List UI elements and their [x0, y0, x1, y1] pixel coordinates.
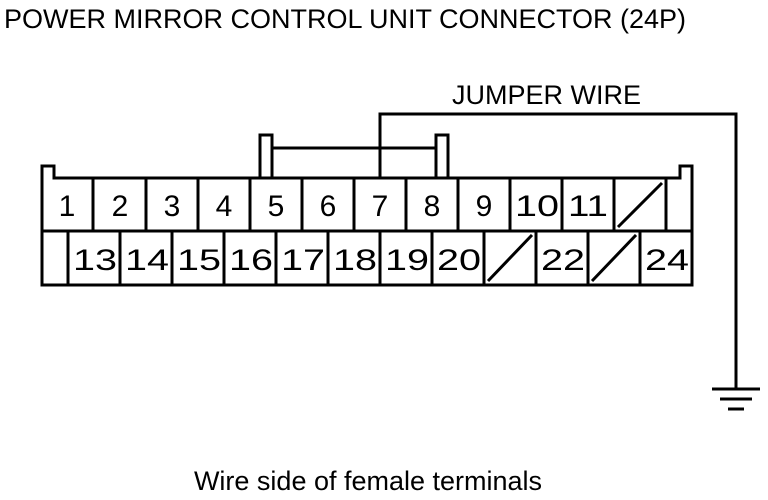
- terminal-label: 2: [112, 190, 129, 223]
- ground-icon: [712, 387, 760, 411]
- terminal-label: 6: [320, 190, 337, 223]
- jumper-pin-5: [258, 133, 274, 178]
- ground-wire: [378, 112, 738, 388]
- terminal-label: 3: [164, 190, 181, 223]
- unused-slot-21: [486, 233, 534, 283]
- terminal-label: 1: [59, 190, 76, 223]
- terminal-label: 9: [476, 190, 493, 223]
- terminal-label: 8: [424, 190, 441, 223]
- terminal-label: 18: [333, 244, 377, 277]
- diagram-title: POWER MIRROR CONTROL UNIT CONNECTOR (24P…: [4, 4, 687, 34]
- terminal-label: 15: [177, 244, 221, 277]
- terminal-label: 5: [268, 190, 285, 223]
- connector-housing: [40, 164, 694, 287]
- terminal-label: 13: [73, 244, 117, 277]
- unused-slot-23: [590, 233, 638, 283]
- terminal-label: 4: [216, 190, 233, 223]
- terminal-label: 10: [515, 190, 559, 223]
- jumper-wire-label: JUMPER WIRE: [452, 80, 641, 110]
- jumper-pin-8: [434, 133, 450, 178]
- terminal-label: 19: [385, 244, 429, 277]
- terminal-label: 11: [568, 190, 608, 223]
- terminal-label: 22: [541, 244, 585, 277]
- terminal-label: 7: [372, 190, 389, 223]
- terminal-label: 14: [125, 244, 169, 277]
- terminal-label: 24: [645, 244, 689, 277]
- unused-slot-12: [616, 181, 664, 229]
- diagram-caption: Wire side of female terminals: [193, 466, 543, 496]
- terminal-label: 16: [229, 244, 273, 277]
- terminal-label: 17: [281, 244, 325, 277]
- terminal-label: 20: [437, 244, 481, 277]
